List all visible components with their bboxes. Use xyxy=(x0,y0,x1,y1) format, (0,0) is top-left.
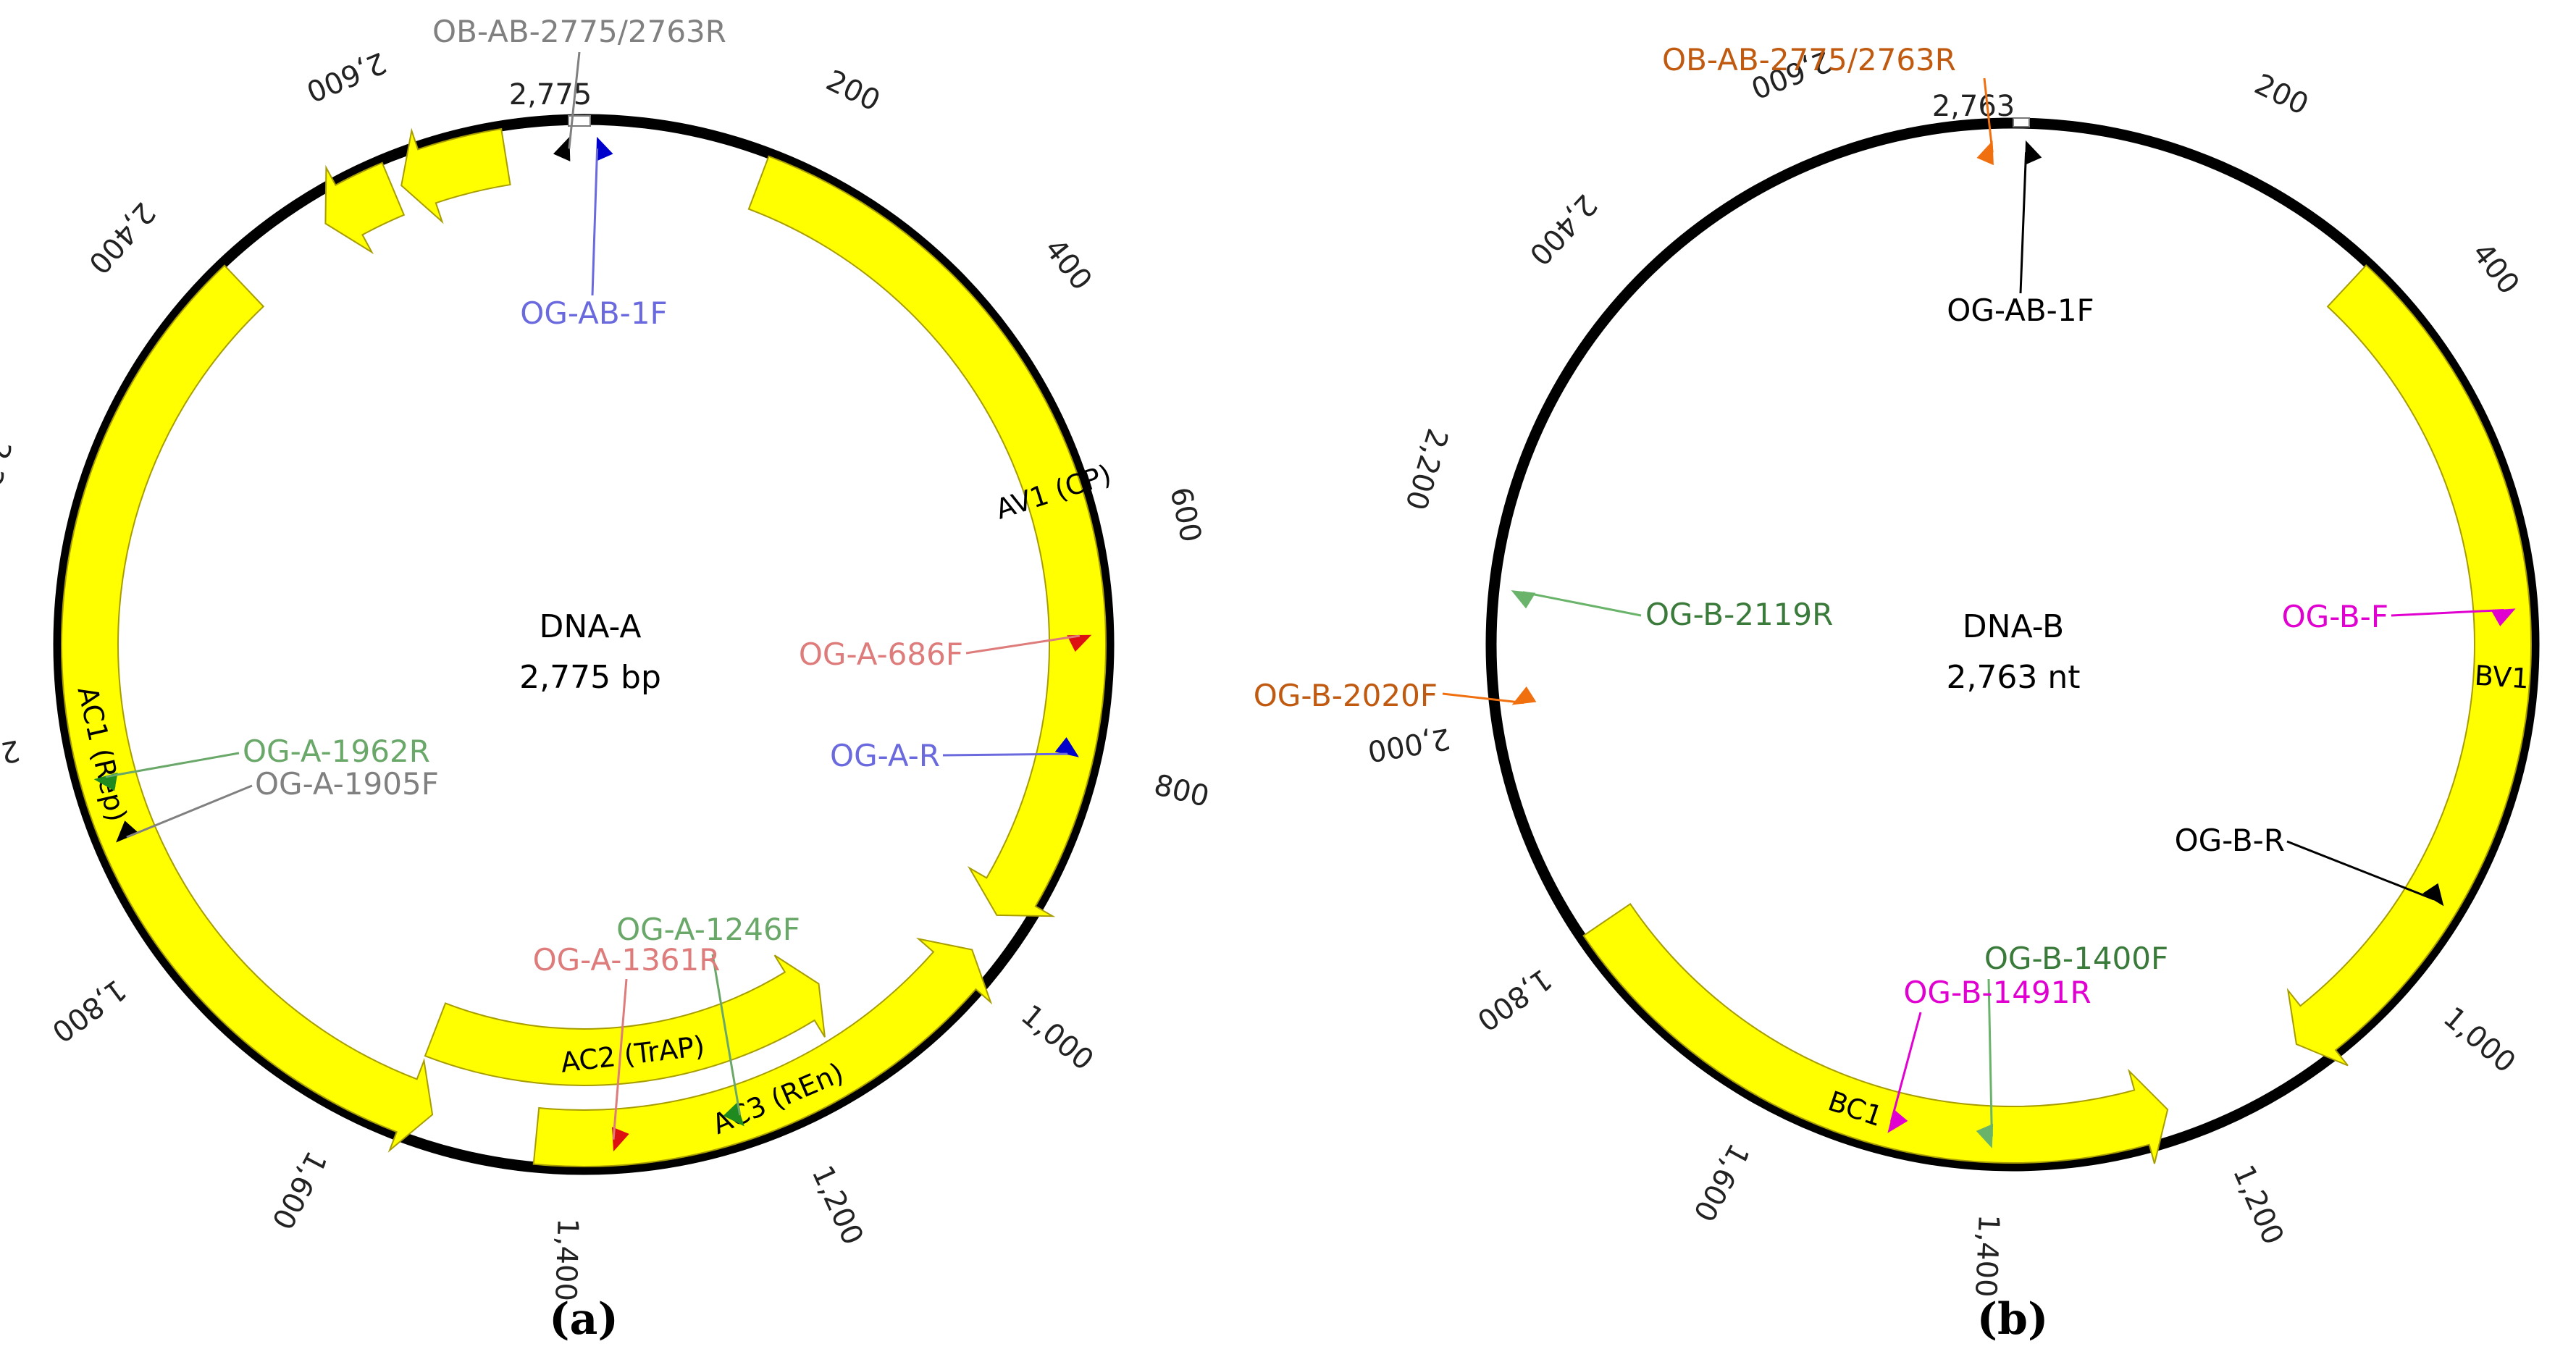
dna-b-primer-label-og-b-2020f: OG-B-2020F xyxy=(1254,678,1438,713)
dna-b-tick-2200: 2,200 xyxy=(1398,425,1454,514)
dna-a-primer-label-og-a-1905f: OG-A-1905F xyxy=(255,766,439,802)
dna-a-tick-800: 800 xyxy=(1151,768,1212,814)
dna-b-origin-label: 2,763 xyxy=(1932,90,2015,123)
dna-a-tick-400: 400 xyxy=(1038,232,1098,296)
dna-a-primer-label-og-ab-1f: OG-AB-1F xyxy=(520,295,667,331)
dna-b-primer-label-og-b-f: OG-B-F xyxy=(2282,599,2388,634)
dna-a-primer-label-og-a-686f: OG-A-686F xyxy=(799,637,963,672)
dna-b-backbone xyxy=(1485,117,2540,1172)
dna-a-primer-label-og-a-1246f: OG-A-1246F xyxy=(616,912,800,947)
dna-b-primer-label-og-b-1400f: OG-B-1400F xyxy=(1984,941,2168,976)
dna-b-primer-label-ob-ab-2775-2763r: OB-AB-2775/2763R xyxy=(1662,42,1956,77)
dna-a-tick-1600: 1,600 xyxy=(265,1146,333,1235)
dna-a-origin-label: 2,775 xyxy=(509,78,592,112)
dna-a-primer-label-ob-ab-2775-2763r: OB-AB-2775/2763R xyxy=(432,14,726,49)
dna-a-gene-ac1-rep-arrow xyxy=(61,264,434,1153)
dna-a-tick-2600: 2,600 xyxy=(301,46,390,109)
dna-a-primer-og-ab-1f-leader xyxy=(591,148,599,296)
dna-a-tick-200: 200 xyxy=(821,64,886,118)
dna-a-tick-2000: 2,000 xyxy=(0,733,22,781)
dna-a-center-label: DNA-A 2,775 bp xyxy=(519,608,661,696)
dna-a-name: DNA-A xyxy=(540,608,642,645)
dna-a-tick-1000: 1,000 xyxy=(1015,999,1099,1077)
dna-a-primer-og-a-1361r-leader xyxy=(612,978,628,1140)
dna-b-primer-og-b-1400f-leader xyxy=(1987,978,1993,1137)
dna-b-primer-label-og-b-2119r: OG-B-2119R xyxy=(1645,597,1833,632)
dna-b-gene-bv1-arrow xyxy=(2286,264,2532,1067)
dna-a-backbone xyxy=(53,114,1115,1175)
dna-a-primers: OB-AB-2775/2763R OG-AB-1F OG-A-686F OG-A-R O… xyxy=(93,14,1092,1152)
dna-a-primer-og-a-1962r-leader xyxy=(105,752,240,778)
dna-a-primer-og-a-686f-leader xyxy=(965,634,1081,655)
dna-a-primer-ob-ab-2775-2763r-leader xyxy=(568,51,581,149)
dna-b-center-label: DNA-B 2,763 nt xyxy=(1946,608,2080,696)
dna-a-gene-ac3-ren-arrow xyxy=(532,937,993,1167)
dna-a-tick-1400: 1,400 xyxy=(548,1218,584,1302)
dna-b-tick-200: 200 xyxy=(2249,67,2314,122)
dna-b-primer-og-b-1491r-leader xyxy=(1889,1012,1922,1122)
dna-b-primer-label-og-ab-1f: OG-AB-1F xyxy=(1947,293,2094,328)
dna-a-primer-og-a-r-leader xyxy=(942,752,1068,757)
dna-a-primer-label-og-a-1361r: OG-A-1361R xyxy=(533,942,721,978)
dna-a-primer-og-a-1246f-leader xyxy=(711,954,742,1116)
dna-b-primer-og-ab-1f-arrow xyxy=(2025,140,2042,165)
dna-b-primer-og-b-2020f-leader xyxy=(1442,692,1524,705)
dna-a-primer-ob-ab-2775-2763r-arrow xyxy=(553,136,571,161)
panel-label-a: (a) xyxy=(549,1294,618,1345)
dna-b-primer-og-b-2020f-arrow xyxy=(1511,686,1537,705)
dna-b-tick-400: 400 xyxy=(2465,237,2525,301)
dna-a-primer-og-a-1905f-leader xyxy=(126,784,253,839)
dna-a-gene-av1-cp-arrow xyxy=(747,155,1107,917)
dna-b-tick-1600: 1,600 xyxy=(1687,1138,1755,1227)
dna-b-tick-1400: 1,400 xyxy=(1968,1214,2005,1298)
dna-b-gene-label-bv1: BV1 xyxy=(2474,660,2530,695)
dna-b-gene-bc1-arrow xyxy=(1582,902,2169,1164)
dna-b-primer-og-b-f-leader xyxy=(2391,608,2504,617)
dna-b-size: 2,763 nt xyxy=(1946,659,2080,696)
dna-b-primer-og-b-r-leader xyxy=(2286,840,2435,901)
dna-a-tick-600: 600 xyxy=(1163,484,1207,545)
panel-label-b: (b) xyxy=(1977,1294,2049,1345)
dna-b-tick-2400: 2,400 xyxy=(1522,188,1603,271)
dna-a-tick-2200: 2,200 xyxy=(0,437,17,526)
dna-b-primer-ob-ab-2775-2763r-arrow xyxy=(1976,140,1994,166)
dna-a-gene-orf-5-arrow xyxy=(324,161,406,255)
dna-a-primer-label-og-a-1962r: OG-A-1962R xyxy=(243,734,430,769)
dna-a-map: AV1 (CP)AC3 (REn)AC2 (TrAP)AC1 (Rep) 200… xyxy=(0,14,1212,1345)
dna-a-primer-label-og-a-r: OG-A-R xyxy=(830,738,940,773)
dna-b-tick-1200: 1,200 xyxy=(2226,1160,2290,1249)
dna-b-name: DNA-B xyxy=(1963,608,2064,645)
dna-b-primer-og-ab-1f-leader xyxy=(2019,152,2028,294)
dna-a-tick-2400: 2,400 xyxy=(82,196,161,280)
dna-b-genes xyxy=(1582,264,2532,1164)
dna-a-genes xyxy=(61,127,1107,1167)
dna-a-tick-1200: 1,200 xyxy=(805,1161,870,1250)
dna-b-primer-label-og-b-r: OG-B-R xyxy=(2175,823,2285,858)
dna-b-tick-1800: 1,800 xyxy=(1471,962,1558,1037)
dna-b-primer-ob-ab-2775-2763r-leader xyxy=(1983,77,1994,153)
dna-b-tick-2000: 2,000 xyxy=(1365,721,1452,768)
dna-a-gene-orf-4-arrow xyxy=(400,127,511,224)
dna-b-primers: OB-AB-2775/2763R OG-AB-1F OG-B-F OG-B-R OG-B… xyxy=(1254,42,2516,1148)
dna-a-size: 2,775 bp xyxy=(519,659,661,696)
dna-b-primer-og-b-2119r-leader xyxy=(1522,591,1642,617)
dna-a-gene-ac2-trap-arrow xyxy=(424,954,826,1086)
dna-a-primer-og-ab-1f-arrow xyxy=(596,136,613,161)
dna-b-primer-label-og-b-1491r: OG-B-1491R xyxy=(1903,975,2091,1010)
dna-a-tick-1800: 1,800 xyxy=(46,972,132,1049)
dna-b-tick-1000: 1,000 xyxy=(2437,1001,2522,1080)
